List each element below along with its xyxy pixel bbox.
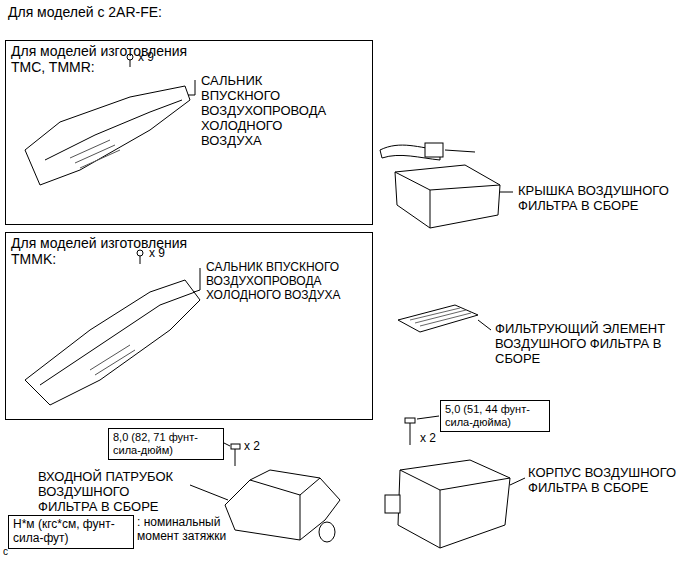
- part-name: ВХОДНОЙ ПАТРУБОК ВОЗДУШНОГО ФИЛЬТРА В СБ…: [38, 470, 188, 515]
- quantity: x 2: [420, 432, 460, 446]
- filter-element: [398, 305, 478, 332]
- part-name: КОРПУС ВОЗДУШНОГО ФИЛЬТРА В СБОРЕ: [528, 466, 688, 496]
- region-heading: Для моделей изготовления TMC, TMMR:: [11, 43, 196, 75]
- leader-line: [478, 320, 491, 330]
- housing-edges: [400, 470, 510, 548]
- bolt-symbol: [231, 444, 240, 466]
- panel-slots: [90, 345, 135, 375]
- screw-symbol: [137, 250, 143, 264]
- box-text: 8,0 (82, 71 фунт-сила-дюйм): [113, 431, 219, 456]
- part-name: САЛЬНИК ВПУСКНОГО ВОЗДУХОПРОВОДА ХОЛОДНО…: [206, 261, 371, 302]
- cap-edges: [395, 172, 500, 228]
- pleat: [420, 313, 471, 326]
- part-name: ФИЛЬТРУЮЩИЙ ЭЛЕМЕНТ ВОЗДУШНОГО ФИЛЬТРА В…: [495, 322, 685, 367]
- slot: [95, 350, 135, 375]
- variant-panel: Для моделей изготовления TMC, TMMR:САЛЬН…: [5, 40, 373, 225]
- housing-body: [398, 460, 510, 548]
- bolt-shank: [235, 449, 236, 466]
- leader-line: [224, 443, 230, 446]
- cap-body: [395, 165, 500, 228]
- leader-line: [510, 478, 525, 485]
- screw-shank: [130, 60, 131, 67]
- quantity: x 2: [244, 440, 284, 454]
- torque-box: 5,0 (51, 44 фунт-сила-дюйма): [440, 400, 550, 432]
- part-name: САЛЬНИК ВПУСКНОГО ВОЗДУХОПРОВОДА ХОЛОДНО…: [201, 74, 341, 149]
- bolt-head: [231, 444, 240, 449]
- legend-note: : номинальный момент затяжки: [137, 516, 257, 544]
- inlet-port: [319, 522, 335, 542]
- cap-sensor: [425, 143, 443, 157]
- unit-box: Н*м (кгс*см, фунт-сила-фут): [8, 515, 134, 549]
- slot: [70, 140, 110, 158]
- bolt-symbol: [405, 418, 415, 445]
- slot: [90, 345, 130, 370]
- parts: [25, 54, 525, 548]
- variant-panel: Для моделей изготовления TMMK: САЛЬНИК ВП…: [5, 232, 373, 420]
- panel-edge: [40, 292, 195, 385]
- bolt-shank: [410, 423, 411, 445]
- bolt-head: [405, 418, 415, 423]
- leader-line: [417, 416, 439, 419]
- filter-pleats: [410, 308, 471, 326]
- region-heading: Для моделей изготовления TMMK:: [11, 235, 196, 267]
- leader-line: [194, 268, 200, 292]
- title: Для моделей с 2AR-FE:: [8, 4, 162, 20]
- leader-line: [500, 192, 513, 193]
- figure-code: c: [3, 546, 23, 558]
- slot: [75, 145, 115, 163]
- leader-line: [188, 80, 195, 95]
- panel-slots: [70, 140, 120, 168]
- leader-line: [190, 485, 228, 500]
- cap-wire: [445, 150, 475, 152]
- box-text: 5,0 (51, 44 фунт-сила-дюйма): [445, 403, 545, 428]
- screw-shank: [140, 256, 141, 264]
- panel-edge: [45, 100, 182, 160]
- seal-panel: [25, 280, 200, 405]
- quantity: x 9: [149, 247, 189, 261]
- housing-outlet: [385, 495, 400, 513]
- quantity: x 9: [138, 51, 178, 65]
- seal-panel: [25, 86, 190, 185]
- slot: [80, 150, 120, 168]
- torque-box: 8,0 (82, 71 фунт-сила-дюйм): [108, 428, 224, 460]
- box-text: Н*м (кгс*см, фунт-сила-фут): [13, 518, 129, 546]
- inlet-edges: [250, 478, 320, 540]
- part-name: КРЫШКА ВОЗДУШНОГО ФИЛЬТРА В СБОРЕ: [518, 184, 688, 214]
